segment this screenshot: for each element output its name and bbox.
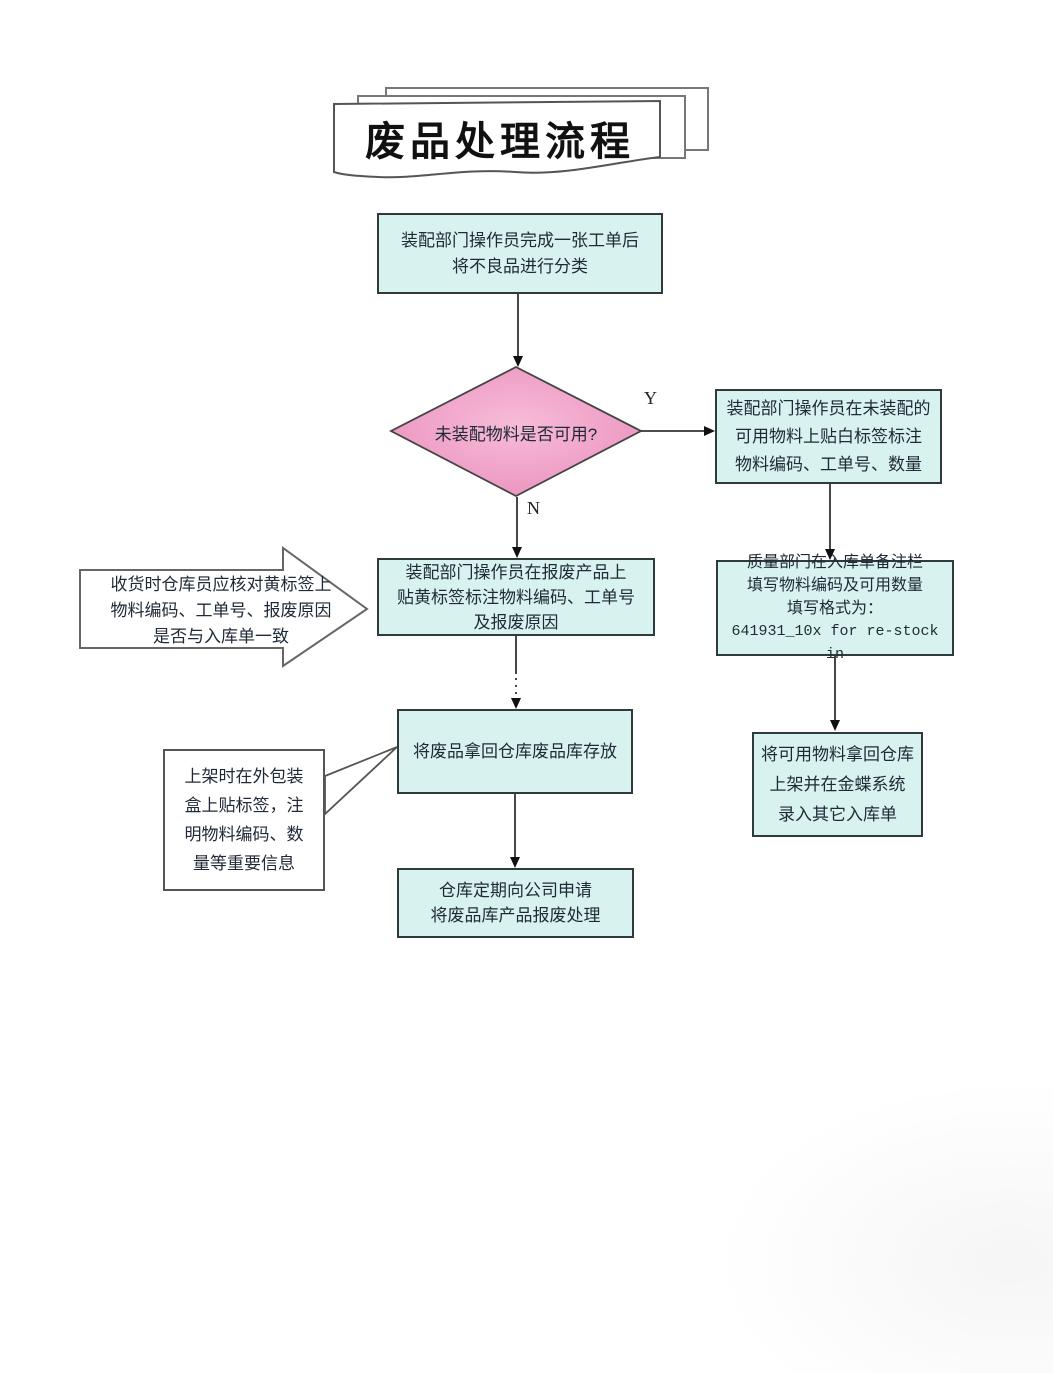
node-line: 填写物料编码及可用数量: [746, 576, 923, 594]
receiving-note-arrow-shape: [79, 546, 369, 668]
node-restock-kingdee: 将可用物料拿回仓库 上架并在金蝶系统 录入其它入库单: [752, 732, 923, 837]
node-line: 将废品拿回仓库废品库存放: [413, 741, 617, 761]
node-yellow-label: 装配部门操作员在报废产品上 贴黄标签标注物料编码、工单号 及报废原因: [377, 558, 655, 636]
node-line: 录入其它入库单: [778, 804, 897, 824]
node-classify-defects: 装配部门操作员完成一张工单后 将不良品进行分类: [377, 213, 663, 294]
node-line-format-code: 641931_10x for re-stock in: [731, 622, 939, 663]
node-store-scrap: 将废品拿回仓库废品库存放: [397, 709, 633, 794]
arrow-whitelabel-to-quality: [825, 484, 835, 560]
branch-label-no: N: [527, 498, 540, 518]
node-line: 将废品库产品报废处理: [430, 906, 601, 925]
note-line: 上架时在外包装: [184, 767, 304, 786]
note-line: 收货时仓库员应核对黄标签上: [110, 575, 332, 594]
arrow-quality-to-restock: [830, 656, 840, 731]
node-line: 将可用物料拿回仓库: [761, 744, 914, 764]
note-shelf-label: 上架时在外包装 盒上贴标签，注 明物料编码、数 量等重要信息: [163, 749, 325, 891]
note-receiving-check: 收货时仓库员应核对黄标签上 物料编码、工单号、报废原因 是否与入库单一致: [78, 572, 364, 650]
node-line: 将不良品进行分类: [452, 256, 588, 276]
decision-question: 未装配物料是否可用?: [434, 425, 598, 444]
node-line: 质量部门在入库单备注栏: [746, 553, 923, 571]
shelf-note-tail: [324, 746, 398, 817]
node-quality-remark: 质量部门在入库单备注栏 填写物料编码及可用数量 填写格式为： 641931_10…: [716, 554, 954, 663]
node-line: 填写格式为：: [786, 599, 883, 617]
arrow-decision-no: [512, 497, 522, 558]
node-apply-scrap: 仓库定期向公司申请 将废品库产品报废处理: [397, 868, 634, 938]
decision-diamond-shape: [389, 365, 643, 498]
node-line: 贴黄标签标注物料编码、工单号: [397, 587, 635, 607]
node-line: 装配部门操作员完成一张工单后: [401, 230, 639, 250]
arrow-decision-yes: [641, 426, 715, 436]
node-line: 装配部门操作员在报废产品上: [405, 562, 627, 582]
note-line: 盒上贴标签，注: [184, 796, 304, 815]
node-line: 仓库定期向公司申请: [439, 881, 592, 900]
node-line: 装配部门操作员在未装配的: [726, 398, 931, 418]
note-line: 量等重要信息: [193, 854, 295, 873]
branch-label-yes: Y: [644, 388, 657, 408]
arrow-start-to-decision: [513, 294, 523, 367]
note-line: 明物料编码、数: [184, 825, 304, 844]
title-card-stack: [333, 87, 709, 179]
node-line: 物料编码、工单号、数量: [735, 454, 922, 474]
note-line: 是否与入库单一致: [153, 627, 289, 646]
node-line: 及报废原因: [473, 612, 559, 632]
arrow-yellowlabel-to-store: [511, 636, 521, 709]
node-line: 上架并在金蝶系统: [769, 774, 906, 794]
note-line: 物料编码、工单号、报废原因: [110, 601, 332, 620]
node-white-label: 装配部门操作员在未装配的 可用物料上贴白标签标注 物料编码、工单号、数量: [715, 389, 942, 484]
page-title: 废品处理流程: [365, 119, 635, 164]
node-line: 可用物料上贴白标签标注: [735, 426, 922, 446]
arrow-store-to-apply: [510, 794, 520, 868]
